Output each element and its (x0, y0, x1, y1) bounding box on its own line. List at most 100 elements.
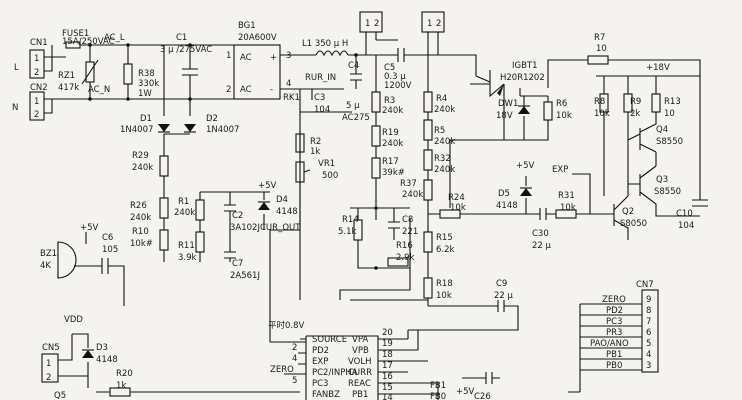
pin-reac: REAC (348, 379, 371, 389)
bg1-pin1: 1 (226, 51, 231, 61)
fuse1-value: 15A/250VAC (62, 37, 115, 47)
d5-supply: +5V (516, 161, 535, 171)
header-connector-2: 1 2 (410, 11, 445, 56)
rk1-label: RK1 (283, 93, 300, 103)
capacitor-c10: C10 104 (676, 199, 708, 231)
cn2-label: CN2 (30, 83, 48, 93)
pin-num-2: 2 (292, 343, 297, 353)
ac-n-label: AC_N (88, 85, 110, 95)
r37-ref: R37 (400, 179, 417, 189)
cn1-label: CN1 (30, 38, 48, 48)
fb1-label: FB1 (430, 381, 446, 391)
c5-voltage: 1200V (384, 81, 412, 91)
resistor-r20: R20 1k (96, 369, 300, 397)
d1-value: 1N4007 (120, 125, 153, 135)
rz1-value: 417k (58, 83, 79, 93)
c4-value: 5 μ (346, 101, 360, 111)
c1-value: 3 μ /275VAC (160, 45, 212, 55)
r8-ref: R8 (594, 97, 605, 107)
r5-ref: R5 (434, 126, 445, 136)
pin-num-15: 15 (382, 383, 393, 393)
c4-ref: C4 (348, 61, 359, 71)
r29-value: 240k (132, 163, 153, 173)
r18-ref: R18 (436, 279, 453, 289)
mcu-supply: +5V (456, 387, 475, 397)
r13-value: 10 (664, 109, 675, 119)
resistor-r2: R2 1k (295, 132, 321, 157)
cn7-ref: CN7 (636, 280, 654, 290)
buzzer-supply: +5V (80, 223, 99, 233)
r18-value: 10k (436, 291, 452, 301)
cn7-pin9: 9 (646, 295, 651, 305)
c30-value: 22 μ (532, 241, 552, 251)
r24-value: 10k (450, 203, 466, 213)
d4-value: 4148 (276, 207, 298, 217)
r14-ref: R14 (342, 215, 359, 225)
r38-ref: R38 (138, 69, 155, 79)
d4-supply: +5V (258, 181, 277, 191)
bg1-ac2: AC (240, 85, 252, 95)
pin-pb1: PB1 (352, 390, 368, 400)
c2-ref: C2 (232, 211, 243, 221)
r15-ref: R15 (436, 233, 453, 243)
rur-in-label: RUR_IN (305, 73, 336, 83)
cn5-pin1: 1 (46, 359, 51, 369)
resistor-r9: R9 2k (623, 93, 641, 119)
cn7-pa0: PAO/ANO (590, 339, 629, 349)
c9-value: 22 μ (494, 291, 514, 301)
c5-ref: C5 (384, 63, 395, 73)
r7-value: 10 (596, 44, 607, 54)
r37-value: 240k (402, 190, 423, 200)
connector-cn2: CN2 1 2 N (12, 83, 48, 121)
q3-ref: Q3 (656, 175, 668, 185)
r20-ref: R20 (116, 369, 133, 379)
c8-ref: C8 (402, 215, 413, 225)
c3-ref: C3 (314, 93, 325, 103)
pin-pc3: PC3 (312, 379, 328, 389)
buzzer-bz1: +5V BZ1 4K C6 105 (40, 223, 125, 306)
c4-voltage: AC275 (342, 113, 370, 123)
connector-cn1: CN1 1 2 L (14, 38, 48, 79)
pin-vpa: VPA (352, 335, 368, 345)
pin-curr: CURR (348, 368, 372, 378)
r6-ref: R6 (556, 99, 567, 109)
vr1-ref: VR1 (318, 159, 335, 169)
r7-ref: R7 (594, 33, 605, 43)
pin-volh: VOLH (348, 357, 371, 367)
r16-ref: R16 (396, 241, 413, 251)
r15-value: 6.2k (436, 245, 455, 255)
cn2-pin2: 2 (34, 110, 39, 120)
d2-ref: D2 (206, 114, 218, 124)
resistor-r38: R38 330k 1W (123, 45, 159, 99)
cn7-pin7: 7 (646, 317, 651, 327)
ac-l-label: AC_L (104, 33, 125, 43)
capacitor-c3: C3 104 (311, 89, 330, 115)
dw1-ref: DW1 (498, 99, 518, 109)
hdr2-pin1: 1 (427, 19, 432, 29)
divider-column-right: R4 240k R5 240k R32 240k R37 240k R15 6.… (400, 55, 455, 306)
current-sense-network: R1 240k R11 3.9k C2 3A102J C7 2A561J (174, 191, 270, 281)
capacitor-c30: C30 22 μ (532, 208, 552, 251)
d3-ref: D3 (96, 343, 108, 353)
resistor-r7: R7 10 (547, 33, 701, 200)
bg1-pin4: 4 (286, 79, 291, 89)
connector-cn7: CN7 9 8 7 6 5 4 3 ZERO PD2 PC3 PR3 PAO/A… (568, 280, 659, 393)
pin-num-19: 19 (382, 339, 393, 349)
r1-ref: R1 (178, 197, 189, 207)
resistor-r6: R6 10k (504, 96, 572, 141)
r17-ref: R17 (382, 157, 399, 167)
hdr1-pin2: 2 (374, 19, 379, 29)
capacitor-c4: C4 5 μ AC275 (342, 55, 370, 123)
c9-ref: C9 (496, 279, 507, 289)
hdr2-pin2: 2 (436, 19, 441, 29)
fuse1-ref: FUSE1 (62, 29, 89, 39)
bg1-plus: + (270, 53, 277, 63)
pin-vpb: VPB (352, 346, 369, 356)
r26-ref: R26 (130, 201, 147, 211)
vdd-label: VDD (64, 315, 83, 325)
igbt1: IGBT1 H20R1202 (470, 61, 545, 102)
r32-value: 240k (434, 165, 455, 175)
cn7-pb1: PB1 (606, 350, 622, 360)
bg1-minus: - (270, 85, 273, 95)
pin-num-16: 16 (382, 372, 393, 382)
